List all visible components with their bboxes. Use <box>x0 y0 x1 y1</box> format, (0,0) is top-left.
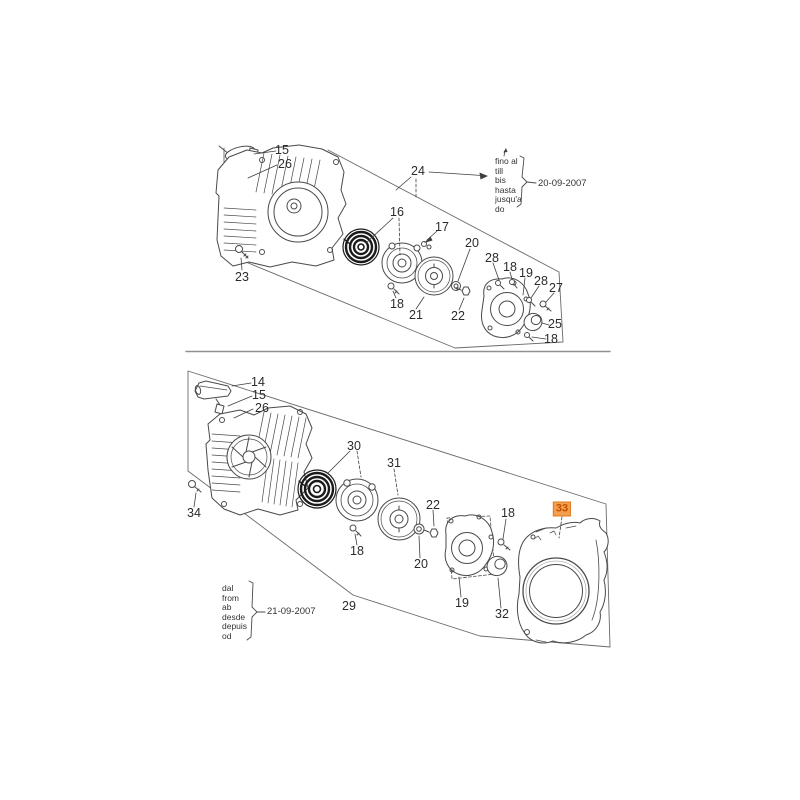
top-screw-27-drawing <box>539 300 552 312</box>
part-label-18-top-c: 18 <box>544 331 558 346</box>
validity-date-top: 20-09-2007 <box>538 178 587 189</box>
part-label-14-bottom: 14 <box>251 374 265 389</box>
top-cup-25-drawing <box>523 312 543 332</box>
bottom-flange-31-drawing <box>377 497 421 541</box>
top-screw-18b-drawing <box>509 279 518 289</box>
part-label-34-bottom: 34 <box>187 505 201 520</box>
validity-note-bottom-line: from <box>222 592 239 603</box>
part-label-23-top: 23 <box>235 269 249 284</box>
part-label-17-top: 17 <box>435 219 449 234</box>
bottom-cup-32-drawing <box>486 555 508 577</box>
bottom-leader-lines <box>193 382 563 609</box>
validity-note-top-line: jusqu'a <box>495 194 522 205</box>
part-label-27-top: 27 <box>549 280 563 295</box>
top-fan-housing-drawing <box>481 277 531 339</box>
validity-note-top-line: bis <box>495 175 506 186</box>
part-label-18-top-a: 18 <box>390 296 404 311</box>
bottom-crankcase-drawing <box>205 405 313 516</box>
bottom-section-outline <box>187 370 611 648</box>
part-label-20-bottom: 20 <box>414 556 428 571</box>
validity-note-bottom: dal from ab desde depuis od <box>222 583 248 642</box>
part-label-15-top: 15 <box>275 142 289 157</box>
bottom-fitting-15-drawing <box>214 403 225 415</box>
bottom-screw-34-drawing <box>188 480 202 493</box>
top-screw-28a-drawing <box>495 280 505 290</box>
part-label-26-top: 26 <box>278 156 292 171</box>
bottom-screw-18a-drawing <box>349 524 362 537</box>
top-screw-18c-drawing <box>524 332 534 342</box>
validity-note-top-line: hasta <box>495 184 516 195</box>
part-label-26-bottom: 26 <box>255 400 269 415</box>
validity-date-bottom: 21-09-2007 <box>267 606 316 617</box>
validity-note-top-line: fino al <box>495 156 518 166</box>
top-note-brace <box>516 155 537 208</box>
validity-note-top-line: till <box>495 165 504 176</box>
top-screw-28b-drawing <box>526 297 536 307</box>
bottom-starter-pulley-drawing <box>335 478 379 522</box>
part-label-28-top-a: 28 <box>485 250 499 265</box>
top-leader-lines <box>240 148 555 340</box>
part-label-30-bottom: 30 <box>347 438 361 453</box>
top-screw-23-drawing <box>235 245 249 259</box>
validity-note-top: fino al till bis hasta jusqu'a do <box>495 156 522 215</box>
part-label-31-bottom: 31 <box>387 455 401 470</box>
part-label-32-bottom: 32 <box>495 606 509 621</box>
part-label-16-top: 16 <box>390 204 404 219</box>
part-badge-33[interactable]: 33 <box>552 501 572 517</box>
validity-note-bottom-line: ab <box>222 602 232 613</box>
bottom-recoil-spring-drawing <box>297 469 337 509</box>
bottom-note-brace <box>246 580 266 641</box>
validity-note-top-line: do <box>495 203 505 214</box>
bottom-fan-housing-drawing <box>444 514 496 580</box>
bottom-starter-cover-drawing <box>516 518 609 644</box>
top-screw-18-drawing <box>387 282 400 295</box>
part-label-22-top: 22 <box>451 308 465 323</box>
part-label-22-bottom: 22 <box>426 497 440 512</box>
validity-note-bottom-line: od <box>222 630 232 641</box>
part-label-19-top: 19 <box>519 265 533 280</box>
part-label-18-top-b: 18 <box>503 259 517 274</box>
part-label-24-top: 24 <box>411 163 425 178</box>
part-label-18-bottom-a: 18 <box>350 543 364 558</box>
bottom-washer-20-drawing <box>413 523 425 535</box>
part-label-25-top: 25 <box>548 316 562 331</box>
part-label-29-bottom: 29 <box>342 598 356 613</box>
part-label-28-top-b: 28 <box>534 273 548 288</box>
part-label-20-top: 20 <box>465 235 479 250</box>
top-recoil-spring-drawing <box>342 228 380 266</box>
top-drum-21-drawing <box>414 256 454 296</box>
part-label-19-bottom: 19 <box>455 595 469 610</box>
part-label-18-bottom-b: 18 <box>501 505 515 520</box>
validity-note-bottom-line: dal <box>222 583 234 593</box>
top-bolt-22-drawing <box>454 286 471 296</box>
bottom-bolt-22-drawing <box>423 528 439 538</box>
part-label-21-top: 21 <box>409 307 423 322</box>
bottom-screw-18b-drawing <box>497 538 511 551</box>
validity-note-bottom-line: desde <box>222 611 246 622</box>
validity-note-bottom-line: depuis <box>222 621 248 632</box>
top-crankcase-drawing <box>215 144 347 268</box>
part-label-15-bottom: 15 <box>252 387 266 402</box>
top-washer-20-drawing <box>451 281 461 291</box>
